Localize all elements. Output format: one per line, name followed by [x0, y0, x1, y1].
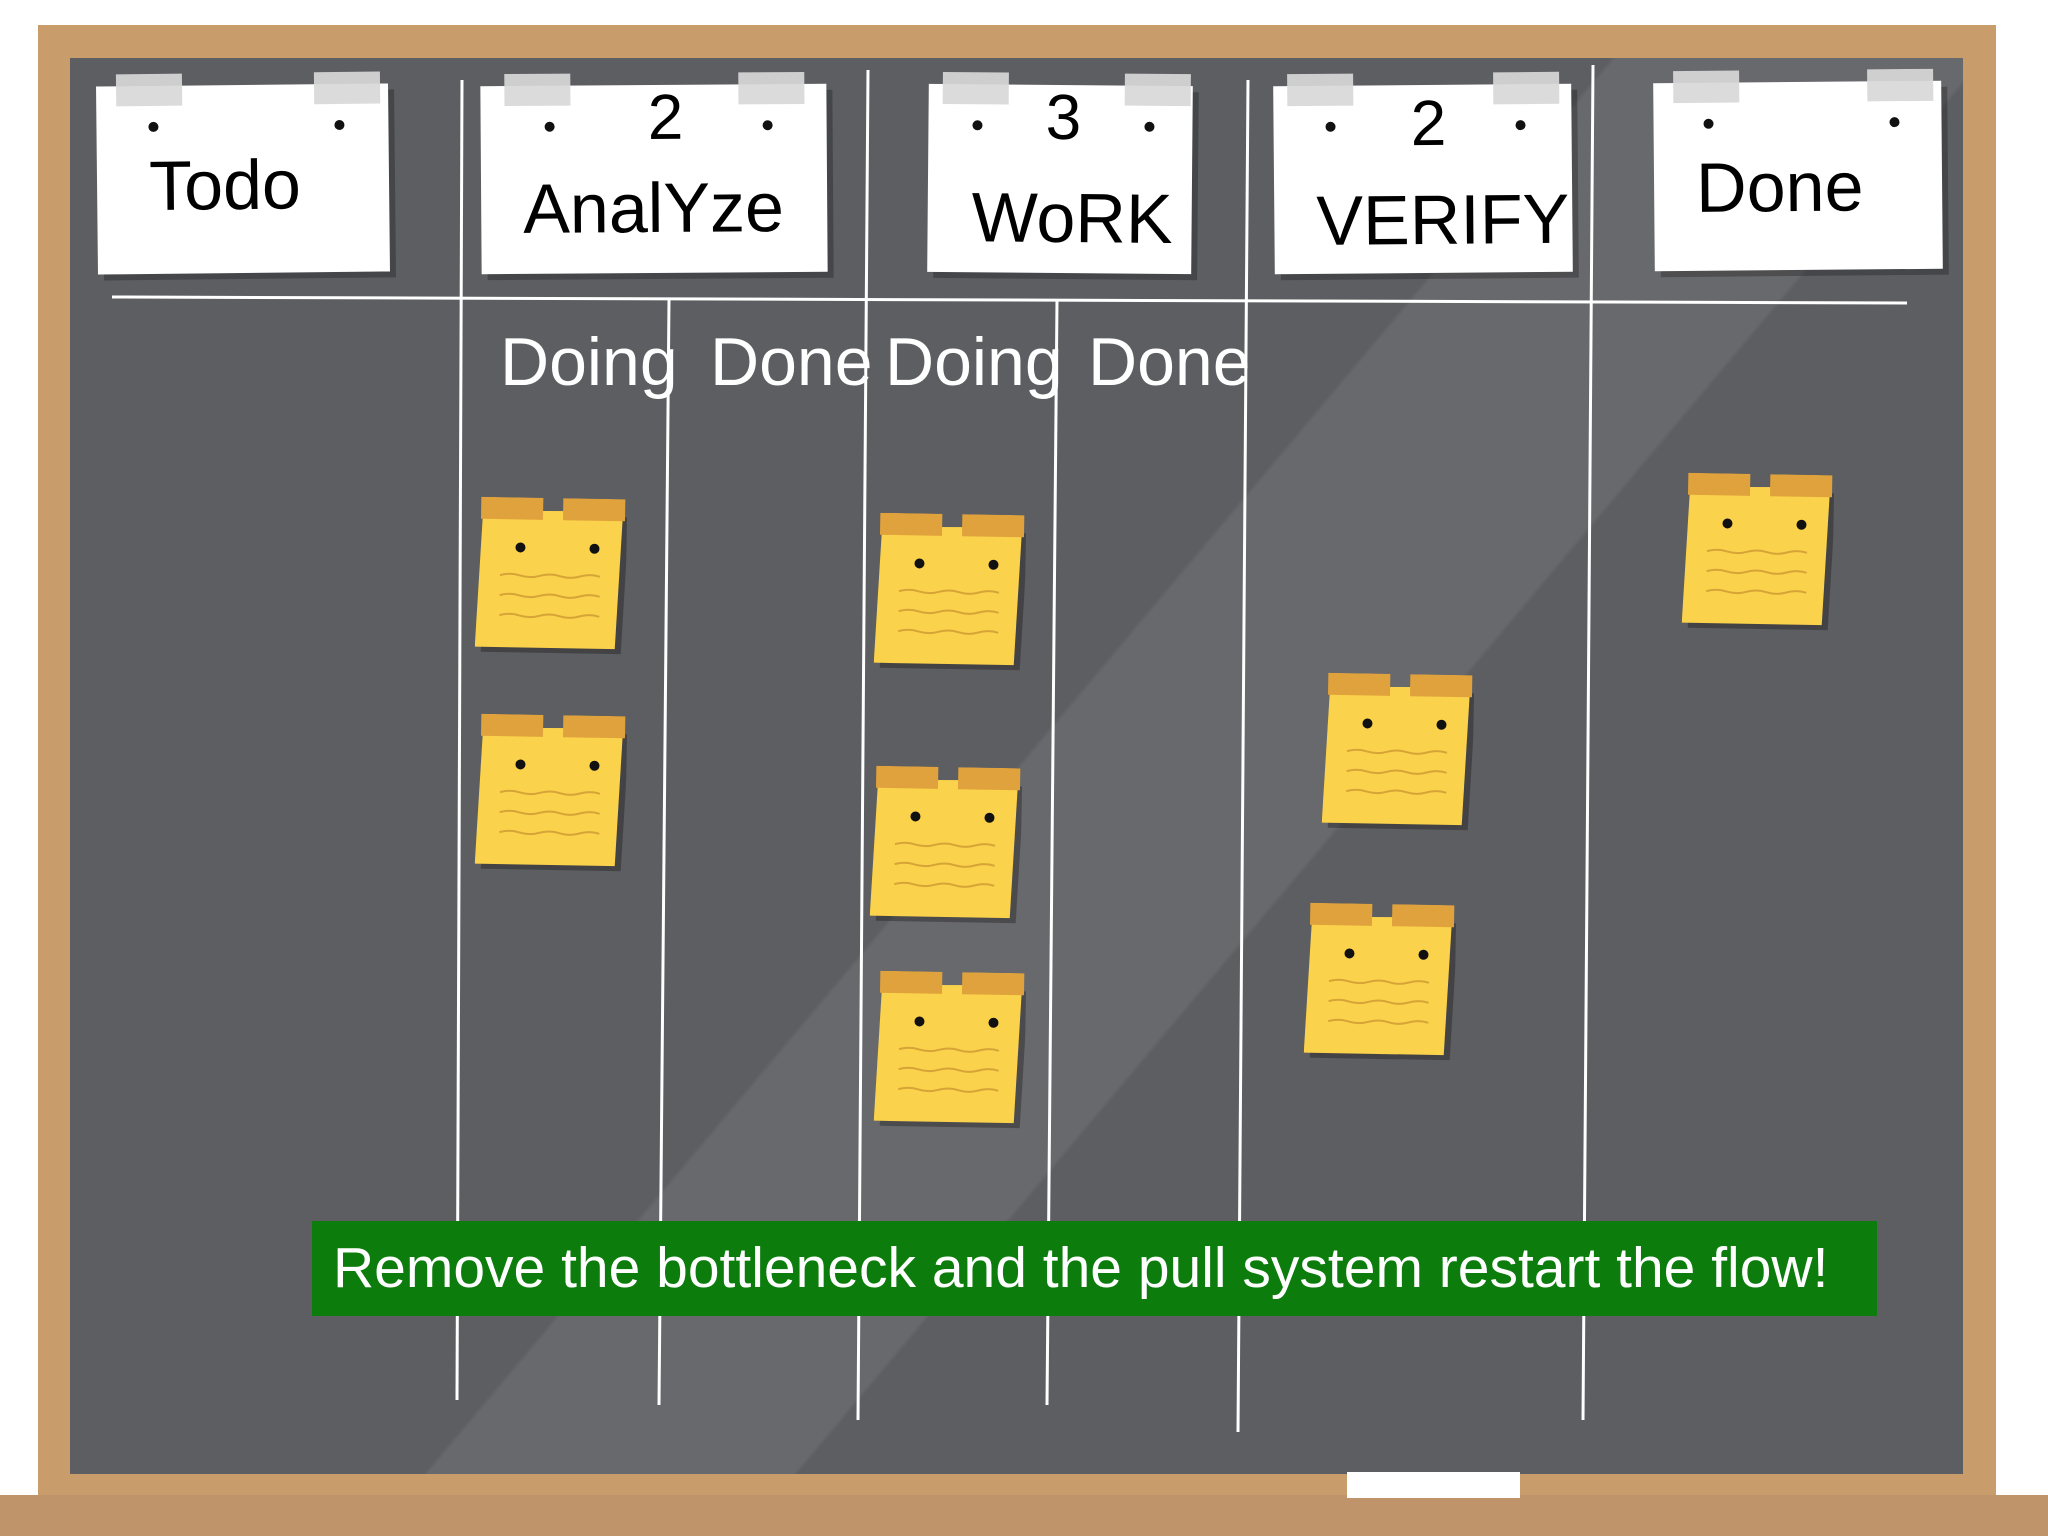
column-divider-verify-done: [1581, 64, 1595, 1421]
pin-hole-icon: [972, 120, 983, 131]
tape-strip-icon: [1493, 71, 1560, 105]
sticky-note-icon[interactable]: [873, 512, 1027, 671]
sticky-note-icon[interactable]: [1681, 472, 1835, 631]
tape-strip-icon: [115, 73, 183, 107]
subcolumn-label-work-done: Done: [1088, 324, 1251, 400]
tape-strip-icon: [1287, 73, 1354, 107]
sticky-note-icon[interactable]: [873, 970, 1027, 1129]
column-divider-work-verify: [1236, 79, 1250, 1433]
pin-hole-icon: [1144, 121, 1155, 132]
pin-hole-icon: [148, 121, 159, 132]
tape-strip-icon: [1867, 68, 1934, 102]
pin-hole-icon: [762, 120, 773, 131]
subcolumn-label-work-doing: Doing: [885, 324, 1063, 400]
column-header-work: 3 WoRK: [927, 71, 1193, 275]
column-header-analyze: 2 AnalYze: [480, 71, 828, 275]
column-header-verify: 2 VERIFY: [1273, 71, 1573, 275]
pin-hole-icon: [1515, 120, 1526, 131]
sticky-note-icon[interactable]: [1303, 902, 1457, 1061]
tape-strip-icon: [313, 71, 381, 105]
pin-hole-icon: [544, 121, 555, 132]
column-title: Todo: [148, 145, 302, 225]
wip-limit: 2: [647, 80, 684, 154]
pin-hole-icon: [1703, 118, 1714, 129]
header-divider-line: [111, 295, 1908, 305]
chalk-piece: [1347, 1472, 1520, 1498]
tape-strip-icon: [1673, 70, 1740, 104]
tape-strip-icon: [738, 71, 805, 105]
column-title: AnalYze: [522, 168, 785, 248]
pin-hole-icon: [334, 119, 345, 131]
message-banner-text: Remove the bottleneck and the pull syste…: [333, 1236, 1829, 1300]
column-divider-todo-analyze: [455, 79, 464, 1401]
column-title: Done: [1695, 147, 1864, 227]
chalk-ledge: [0, 1495, 2048, 1536]
tape-strip-icon: [942, 71, 1009, 105]
tape-strip-icon: [504, 73, 571, 107]
subcolumn-divider-analyze: [657, 299, 671, 1406]
column-title: VERIFY: [1316, 179, 1570, 260]
column-header-done: Done: [1653, 68, 1943, 272]
sticky-note-icon[interactable]: [474, 713, 628, 872]
subcolumn-divider-work: [1045, 299, 1059, 1406]
wip-limit: 2: [1410, 86, 1447, 160]
message-banner: [312, 1221, 1877, 1316]
column-title: WoRK: [971, 178, 1173, 258]
tape-strip-icon: [1124, 73, 1191, 107]
subcolumn-label-analyze-done: Done: [710, 324, 873, 400]
pin-hole-icon: [1889, 117, 1900, 128]
sticky-note-icon[interactable]: [869, 765, 1023, 924]
wip-limit: 3: [1045, 80, 1082, 154]
sticky-note-icon[interactable]: [1321, 672, 1475, 831]
sticky-note-icon[interactable]: [474, 496, 628, 655]
pin-hole-icon: [1325, 121, 1336, 132]
column-divider-analyze-work: [856, 69, 870, 1421]
column-header-todo: Todo: [96, 71, 390, 275]
subcolumn-label-analyze-doing: Doing: [500, 324, 678, 400]
